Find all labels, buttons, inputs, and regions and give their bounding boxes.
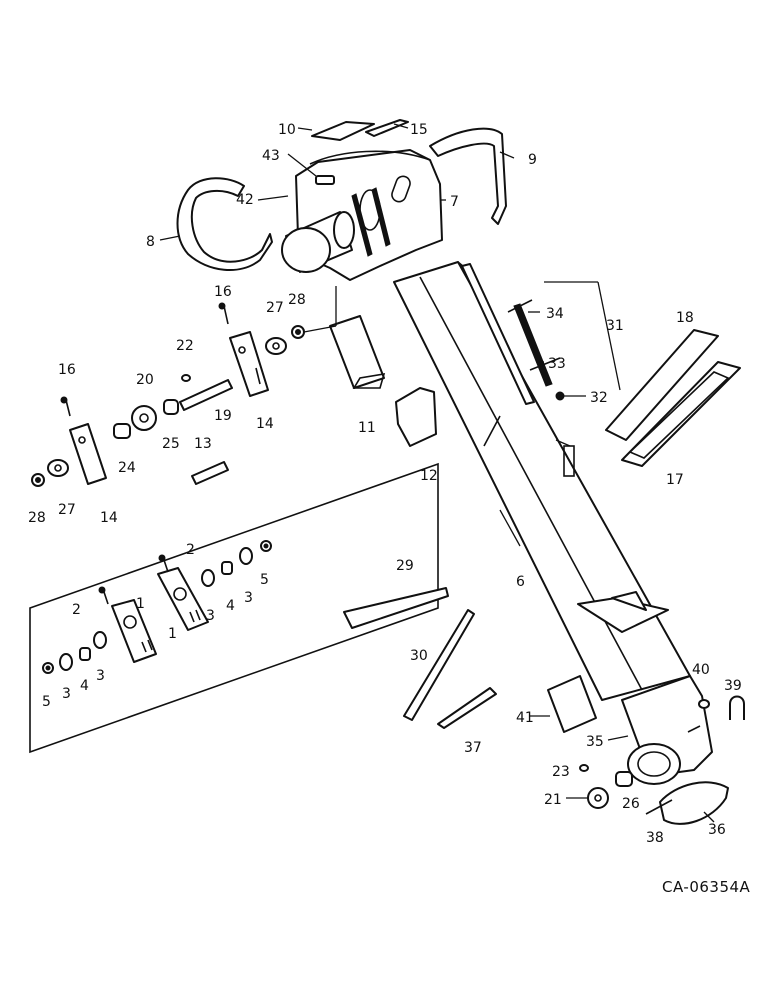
guard-left <box>176 177 273 271</box>
callout-20: 20 <box>136 372 154 388</box>
callout-30: 30 <box>410 648 428 664</box>
callout-3-left-b: 3 <box>96 668 105 684</box>
callout-25: 25 <box>162 436 180 452</box>
left-shaft-assembly <box>31 286 337 487</box>
callout-5-right: 5 <box>260 572 269 588</box>
callout-14-lower: 14 <box>100 510 118 526</box>
callout-16-upper: 16 <box>214 284 232 300</box>
callout-9: 9 <box>528 152 537 168</box>
callout-14-upper: 14 <box>256 416 274 432</box>
guard-right <box>429 127 507 225</box>
grid-18 <box>605 329 719 441</box>
callout-31: 31 <box>606 318 624 334</box>
callout-2-left: 2 <box>72 602 81 618</box>
callout-32: 32 <box>590 390 608 406</box>
callout-37: 37 <box>464 740 482 756</box>
callout-33: 33 <box>548 356 566 372</box>
callout-1-left: 1 <box>136 596 145 612</box>
lower-angle-parts <box>343 587 597 733</box>
callout-28-lower: 28 <box>28 510 46 526</box>
callout-2-right: 2 <box>186 542 195 558</box>
plate-12 <box>395 387 437 447</box>
callout-18: 18 <box>676 310 694 326</box>
callout-35: 35 <box>586 734 604 750</box>
callout-39: 39 <box>724 678 742 694</box>
callout-10: 10 <box>278 122 296 138</box>
top-covers <box>311 119 409 141</box>
callout-16-lower: 16 <box>58 362 76 378</box>
callout-3-left-a: 3 <box>62 686 71 702</box>
spring-assembly <box>507 281 621 401</box>
callout-24: 24 <box>118 460 136 476</box>
callout-15: 15 <box>410 122 428 138</box>
callout-21: 21 <box>544 792 562 808</box>
elevator-tube <box>393 261 691 701</box>
callout-19: 19 <box>214 408 232 424</box>
callout-3-right-a: 3 <box>206 608 215 624</box>
grid-17 <box>621 361 741 467</box>
callout-26: 26 <box>622 796 640 812</box>
callout-38: 38 <box>646 830 664 846</box>
drawing-code: CA-06354A <box>662 878 751 896</box>
callout-22: 22 <box>176 338 194 354</box>
callout-4-left: 4 <box>80 678 89 694</box>
callout-11: 11 <box>358 420 376 436</box>
callout-5-left: 5 <box>42 694 51 710</box>
callout-23: 23 <box>552 764 570 780</box>
callout-41: 41 <box>516 710 534 726</box>
callout-27-lower: 27 <box>58 502 76 518</box>
callout-27-upper: 27 <box>266 300 284 316</box>
callout-42: 42 <box>236 192 254 208</box>
callout-40: 40 <box>692 662 710 678</box>
callout-1-right: 1 <box>168 626 177 642</box>
callout-8: 8 <box>146 234 155 250</box>
inset-panel <box>29 462 439 754</box>
callout-28-upper: 28 <box>288 292 306 308</box>
callout-29: 29 <box>396 558 414 574</box>
boot-assembly <box>579 675 745 825</box>
callout-6: 6 <box>516 574 525 590</box>
callout-3-right-b: 3 <box>244 590 253 606</box>
plate-11 <box>329 315 386 389</box>
callout-36: 36 <box>708 822 726 838</box>
callout-17: 17 <box>666 472 684 488</box>
callout-13: 13 <box>194 436 212 452</box>
callout-7: 7 <box>450 194 459 210</box>
callout-4-right: 4 <box>226 598 235 614</box>
head-housing <box>281 149 443 281</box>
inset-parts <box>42 540 272 674</box>
leader-lines <box>159 123 715 823</box>
callout-34: 34 <box>546 306 564 322</box>
callout-43: 43 <box>262 148 280 164</box>
callout-12: 12 <box>420 468 438 484</box>
callout-labels: 10 15 43 9 42 7 8 16 27 28 22 16 20 19 1… <box>28 122 751 896</box>
